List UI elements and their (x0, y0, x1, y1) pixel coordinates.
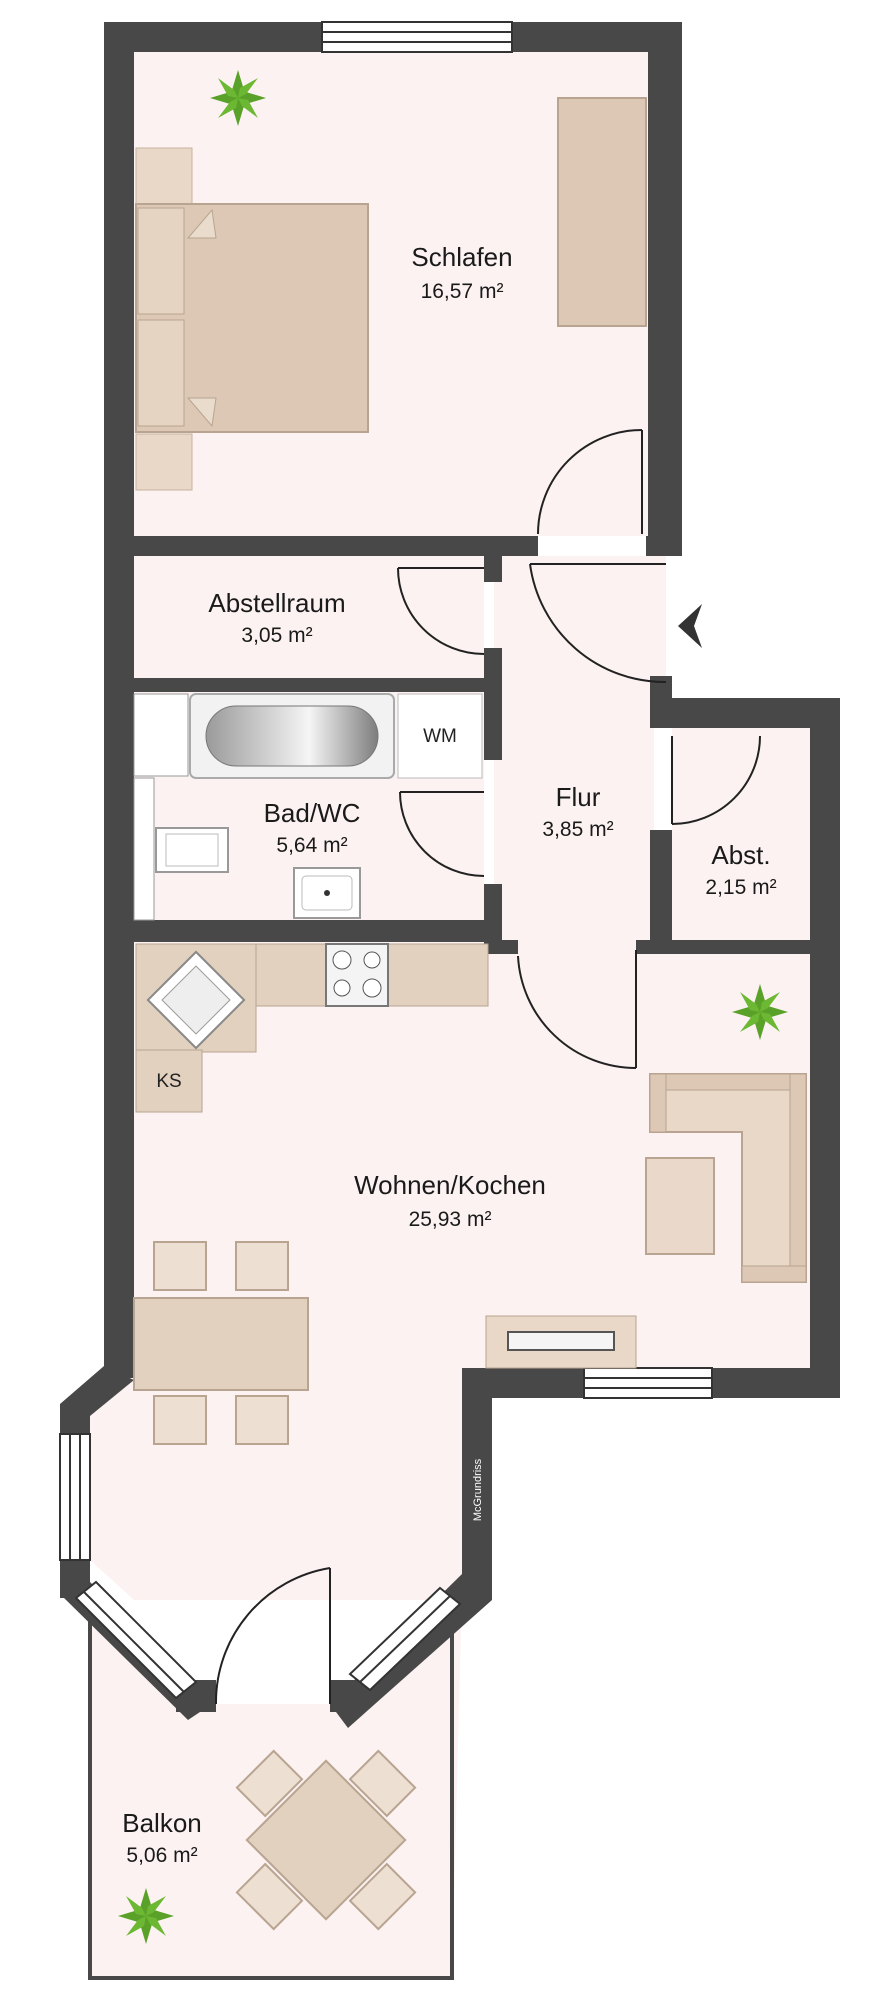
wall (810, 698, 840, 1398)
walls (60, 22, 840, 1728)
window (59, 1433, 91, 1561)
room-area-bad: 5,64 m² (276, 834, 347, 857)
dining-table (133, 1297, 309, 1391)
watermark: McGrundriss (472, 1458, 484, 1521)
chair (153, 1395, 207, 1445)
sofa (649, 1073, 807, 1283)
wall (330, 1680, 356, 1712)
bathtub (189, 693, 395, 779)
sink (146, 950, 246, 1050)
balkon-railing (88, 1594, 454, 1980)
wall (484, 692, 502, 760)
room-name-abstellraum: Abstellraum (208, 588, 345, 618)
wardrobe (557, 97, 647, 327)
wall (104, 22, 134, 1378)
chair (235, 1749, 304, 1818)
wall (484, 884, 502, 942)
room-name-schlafen: Schlafen (411, 242, 512, 272)
balcony-table (245, 1759, 407, 1921)
wall (648, 22, 682, 536)
nightstand (135, 433, 193, 491)
pillow (137, 319, 185, 427)
plant-icon (210, 70, 266, 126)
wall (134, 920, 484, 942)
room-area-wohnen: 25,93 m² (409, 1208, 492, 1231)
doors (214, 429, 761, 1705)
wall (484, 648, 502, 692)
bed (135, 147, 369, 491)
nightstand (135, 147, 193, 205)
room-area-abstellraum: 3,05 m² (241, 624, 312, 647)
windows (59, 21, 713, 1700)
chair (235, 1241, 289, 1291)
abst-floor (672, 728, 810, 942)
room-name-balkon: Balkon (122, 1808, 202, 1838)
entrance-arrow-icon (678, 604, 702, 648)
window (321, 21, 513, 53)
window (583, 1367, 713, 1399)
washing-machine (397, 693, 483, 779)
wall (650, 698, 840, 728)
room-name-bad: Bad/WC (264, 798, 361, 828)
sink (293, 867, 361, 919)
chair (235, 1862, 304, 1931)
room-name-flur: Flur (556, 782, 601, 812)
chair (348, 1862, 417, 1931)
room-area-schlafen: 16,57 m² (421, 280, 504, 303)
cabinet (133, 777, 155, 921)
window (74, 1580, 198, 1700)
room-area-balkon: 5,06 m² (126, 1844, 197, 1867)
balcony-table-set (235, 1749, 417, 1931)
kitchen-counter (135, 943, 489, 1113)
room-name-abst: Abst. (711, 840, 770, 870)
wm-label: WM (423, 726, 457, 747)
wall (636, 940, 810, 954)
chair (348, 1749, 417, 1818)
blanket-fold (186, 397, 217, 428)
flur-floor (494, 556, 654, 942)
wall (484, 940, 518, 954)
tv-board (485, 1315, 637, 1369)
wall (484, 556, 502, 582)
wall (650, 830, 672, 942)
wall (648, 536, 666, 556)
fridge (135, 1049, 203, 1113)
wall (462, 1368, 492, 1600)
coffee-table (645, 1157, 715, 1255)
room-area-abst: 2,15 m² (705, 876, 776, 899)
room-name-wohnen: Wohnen/Kochen (354, 1170, 546, 1200)
wall (134, 678, 494, 692)
chair (235, 1395, 289, 1445)
room-area-flur: 3,85 m² (542, 818, 613, 841)
pillow (137, 207, 185, 315)
toilet (155, 827, 229, 873)
shower-tray (133, 693, 189, 777)
wall (60, 1366, 134, 1416)
plant-icon (118, 1888, 174, 1944)
wall (134, 536, 538, 556)
dining-set (133, 1241, 309, 1445)
ks-label: KS (156, 1071, 181, 1092)
flur-entrance-floor (654, 556, 666, 676)
blanket-fold (186, 208, 217, 239)
abstellraum-floor (134, 556, 484, 678)
chair (153, 1241, 207, 1291)
plant-icon (732, 984, 788, 1040)
stove (325, 943, 389, 1007)
